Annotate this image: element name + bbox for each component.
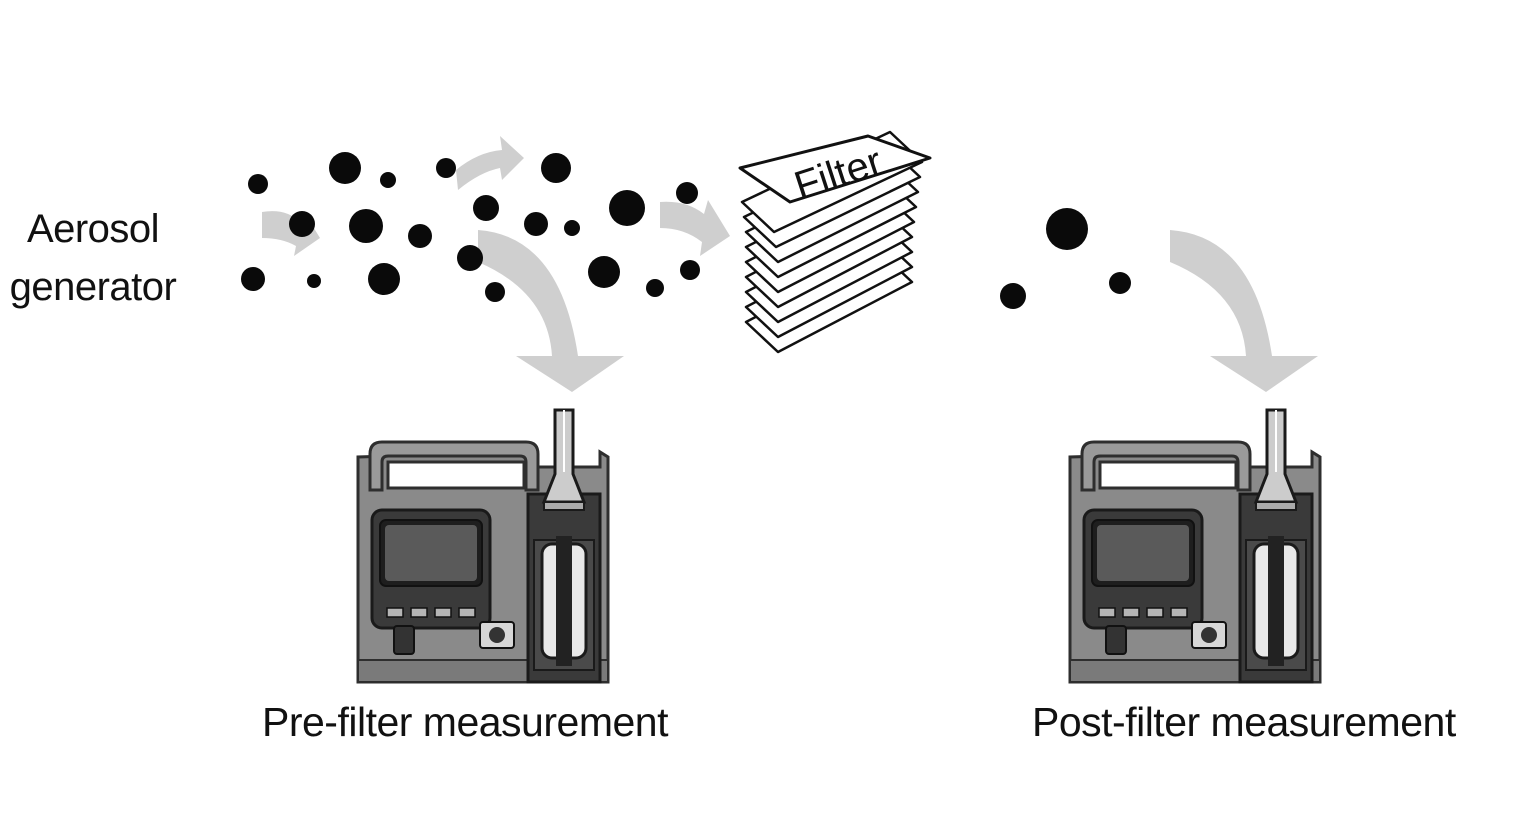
particle-icon <box>473 195 499 221</box>
pleated-filter-icon: Filter <box>738 130 932 354</box>
particle-icon <box>1109 272 1131 294</box>
pre-filter-caption: Pre-filter measurement <box>262 699 668 745</box>
flow-arrow-icon <box>456 136 524 190</box>
particle-icon <box>1046 208 1088 250</box>
particle-icon <box>408 224 432 248</box>
generator-label-line2: generator <box>9 265 177 309</box>
particle-icon <box>1000 283 1026 309</box>
post-filter-caption: Post-filter measurement <box>1032 699 1456 745</box>
particle-icon <box>307 274 321 288</box>
particle-icon <box>289 211 315 237</box>
particle-icon <box>524 212 548 236</box>
particle-icon <box>248 174 268 194</box>
particle-counter-device-icon <box>356 408 610 684</box>
generator-label-line1: Aerosol <box>26 207 160 251</box>
sampling-arrow-icon <box>1170 230 1318 392</box>
particle-icon <box>564 220 580 236</box>
sampling-arrow-icon <box>478 230 624 392</box>
particle-icon <box>380 172 396 188</box>
particle-icon <box>588 256 620 288</box>
particle-icon <box>485 282 505 302</box>
particle-icon <box>349 209 383 243</box>
particle-icon <box>436 158 456 178</box>
particle-icon <box>609 190 645 226</box>
particle-icon <box>457 245 483 271</box>
particle-icon <box>676 182 698 204</box>
particle-cloud-pre <box>241 152 700 302</box>
flow-arrow-icon <box>660 200 730 256</box>
particle-counter-device-icon <box>1068 408 1322 684</box>
particle-icon <box>541 153 571 183</box>
aerosol-generator-label: Aerosol generator <box>2 200 184 316</box>
particle-icon <box>680 260 700 280</box>
particle-icon <box>368 263 400 295</box>
particle-icon <box>329 152 361 184</box>
particle-cloud-post <box>1000 208 1131 309</box>
particle-icon <box>241 267 265 291</box>
particle-icon <box>646 279 664 297</box>
